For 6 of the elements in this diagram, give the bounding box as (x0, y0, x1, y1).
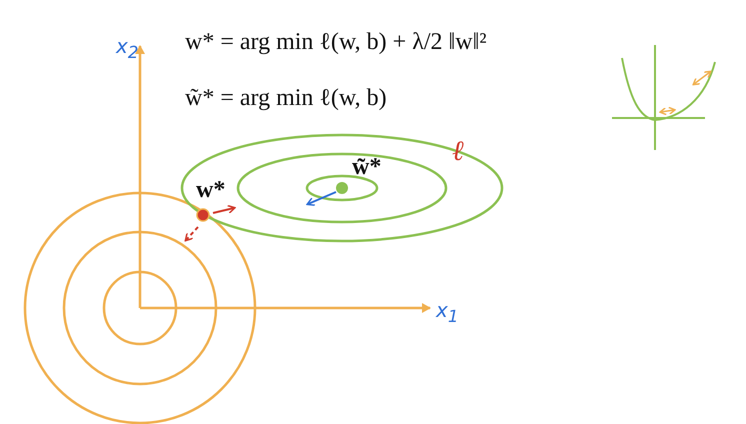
axis-label: x$_{2}$ (116, 36, 138, 62)
formula-text: w* = arg min ℓ(w, b) + λ/2 ‖w‖² (185, 30, 487, 54)
axis-label: x$_{1}$ (436, 300, 458, 326)
point-label: w* (196, 178, 226, 202)
point-label: w̃* (352, 155, 382, 179)
formula-text: w̃* = arg min ℓ(w, b) (185, 86, 387, 110)
